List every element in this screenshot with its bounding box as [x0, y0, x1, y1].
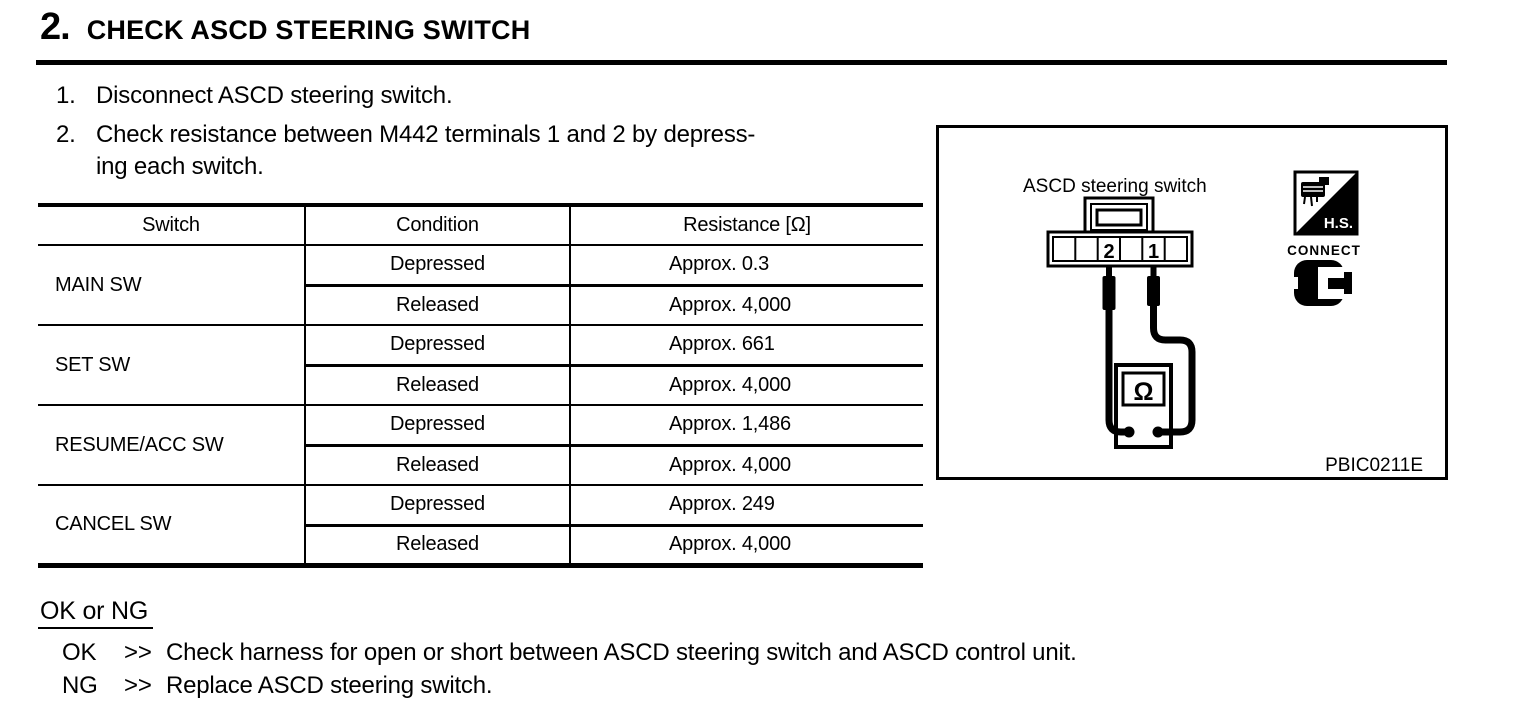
instruction-step-1: 1. Disconnect ASCD steering switch.	[56, 80, 755, 112]
result-label: OK	[62, 638, 97, 666]
table-row: Released Approx. 4,000	[38, 525, 923, 568]
hs-inspection-icon: H.S.	[1293, 170, 1359, 236]
connect-label: CONNECT	[1287, 243, 1361, 258]
instruction-step-2: 2. Check resistance between M442 termina…	[56, 119, 755, 183]
step-text: Disconnect ASCD steering switch.	[96, 82, 453, 109]
resistance-value: Approx. 661	[569, 325, 923, 367]
connect-plug-icon	[1290, 260, 1352, 306]
table-header-row: Switch Condition Resistance [Ω]	[38, 203, 923, 246]
ohm-symbol: Ω	[1133, 378, 1153, 406]
resistance-value: Approx. 4,000	[569, 365, 923, 406]
switch-name: RESUME/ACC SW	[38, 405, 305, 486]
step-number: 1.	[56, 82, 76, 109]
resistance-value: Approx. 249	[569, 485, 923, 527]
table-row: Released Approx. 4,000	[38, 365, 923, 406]
result-label: NG	[62, 671, 98, 699]
switch-name: SET SW	[38, 325, 305, 406]
table-row: CANCEL SW Depressed Approx. 249	[38, 485, 923, 568]
step-text: ing each switch.	[96, 153, 264, 180]
title-rule	[36, 60, 1447, 65]
step-text: Check resistance between M442 terminals …	[96, 121, 756, 148]
ohmmeter-icon: Ω	[1114, 363, 1173, 449]
table-row: RESUME/ACC SW Depressed Approx. 1,486	[38, 405, 923, 486]
hs-label: H.S.	[1324, 215, 1353, 232]
procedure-title: 2. CHECK ASCD STEERING SWITCH	[40, 6, 530, 49]
condition-value: Depressed	[304, 325, 570, 367]
condition-value: Depressed	[304, 405, 570, 447]
column-header-condition: Condition	[304, 203, 570, 246]
resistance-value: Approx. 4,000	[569, 525, 923, 568]
result-section: OK >> Check harness for open or short be…	[62, 636, 1077, 702]
table-row: Released Approx. 4,000	[38, 285, 923, 326]
wiring-figure: ASCD steering switch 2 1 Ω	[1023, 170, 1423, 476]
result-action: Check harness for open or short between …	[166, 638, 1077, 666]
terminal-1-label: 1	[1148, 241, 1159, 263]
resistance-value: Approx. 4,000	[569, 445, 923, 486]
instruction-list: 1. Disconnect ASCD steering switch. 2. C…	[56, 80, 755, 190]
switch-name: CANCEL SW	[38, 485, 305, 568]
result-arrow: >>	[124, 638, 152, 666]
table-row: MAIN SW Depressed Approx. 0.3	[38, 245, 923, 326]
switch-name: MAIN SW	[38, 245, 305, 326]
condition-value: Released	[304, 365, 570, 406]
figure-panel: ASCD steering switch 2 1 Ω	[936, 125, 1448, 480]
column-header-switch: Switch	[38, 203, 305, 246]
condition-value: Depressed	[304, 485, 570, 527]
result-action: Replace ASCD steering switch.	[166, 671, 493, 699]
resistance-value: Approx. 1,486	[569, 405, 923, 447]
condition-value: Released	[304, 445, 570, 486]
condition-value: Depressed	[304, 245, 570, 287]
procedure-step-number: 2.	[40, 6, 71, 48]
page-title: CHECK ASCD STEERING SWITCH	[86, 15, 531, 45]
step-number: 2.	[56, 121, 76, 148]
table-row: Released Approx. 4,000	[38, 445, 923, 486]
result-heading: OK or NG	[38, 597, 154, 629]
result-arrow: >>	[124, 671, 152, 699]
resistance-table: Switch Condition Resistance [Ω] MAIN SW …	[38, 203, 923, 568]
condition-value: Released	[304, 525, 570, 568]
table-row: SET SW Depressed Approx. 661	[38, 325, 923, 406]
terminal-2-label: 2	[1103, 241, 1114, 263]
test-probe-icon	[1102, 266, 1196, 438]
resistance-value: Approx. 4,000	[569, 285, 923, 326]
result-row-ng: NG >> Replace ASCD steering switch.	[62, 669, 1077, 702]
column-header-resistance: Resistance [Ω]	[569, 203, 923, 246]
figure-caption: ASCD steering switch	[1023, 176, 1207, 197]
figure-code: PBIC0211E	[1325, 455, 1423, 476]
result-row-ok: OK >> Check harness for open or short be…	[62, 636, 1077, 669]
resistance-value: Approx. 0.3	[569, 245, 923, 287]
condition-value: Released	[304, 285, 570, 326]
connector-icon: 2 1	[1046, 196, 1194, 268]
